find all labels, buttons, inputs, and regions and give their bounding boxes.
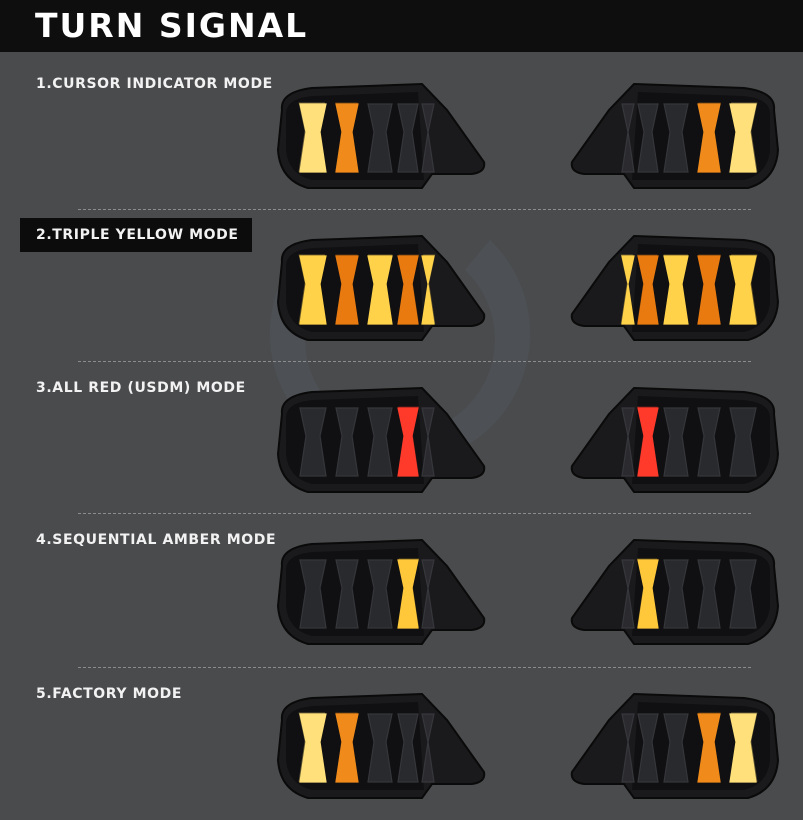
mode-label: 5.FACTORY MODE: [36, 686, 183, 702]
page-title: TURN SIGNAL: [35, 6, 309, 45]
left-tail-lamp: [276, 386, 486, 493]
mode-section-3: 3.ALL RED (USDM) MODE: [0, 364, 803, 514]
left-tail-lamp: [276, 538, 486, 645]
section-divider: [78, 667, 751, 668]
mode-label: 1.CURSOR INDICATOR MODE: [36, 76, 273, 92]
right-tail-lamp: [570, 82, 780, 189]
mode-label: 3.ALL RED (USDM) MODE: [36, 380, 246, 396]
right-tail-lamp: [570, 386, 780, 493]
left-tail-lamp: [276, 234, 486, 341]
section-divider: [78, 361, 751, 362]
mode-section-5: 5.FACTORY MODE: [0, 670, 803, 820]
right-tail-lamp: [570, 692, 780, 799]
header-bar: TURN SIGNAL: [0, 0, 803, 52]
left-tail-lamp: [276, 692, 486, 799]
right-tail-lamp: [570, 234, 780, 341]
mode-section-4: 4.SEQUENTIAL AMBER MODE: [0, 516, 803, 666]
mode-label: 4.SEQUENTIAL AMBER MODE: [36, 532, 277, 548]
left-tail-lamp: [276, 82, 486, 189]
section-divider: [78, 513, 751, 514]
mode-label[interactable]: 2.TRIPLE YELLOW MODE: [20, 218, 252, 252]
right-tail-lamp: [570, 538, 780, 645]
mode-section-1: 1.CURSOR INDICATOR MODE: [0, 60, 803, 210]
section-divider: [78, 209, 751, 210]
mode-section-2: 2.TRIPLE YELLOW MODE: [0, 212, 803, 362]
